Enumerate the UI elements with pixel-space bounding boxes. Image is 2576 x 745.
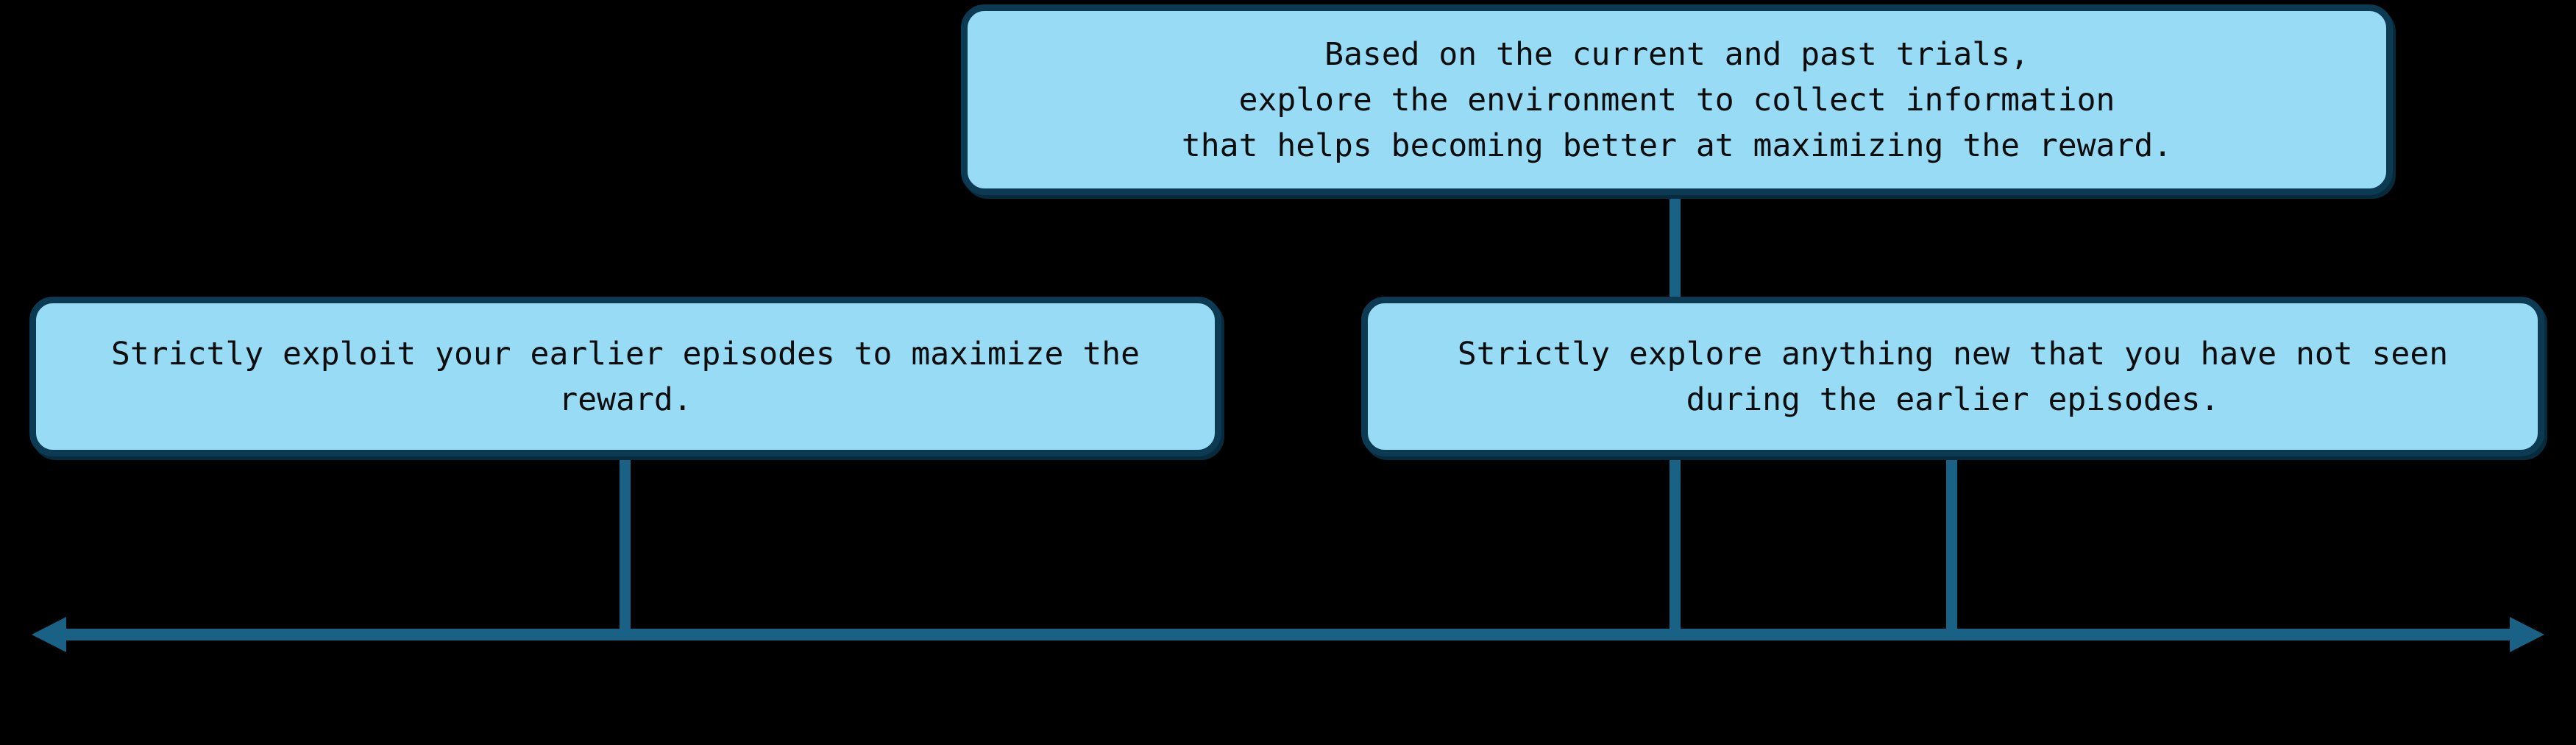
balanced-exploration-box: Based on the current and past trials, ex… (961, 4, 2393, 195)
connector-exploitation-to-axis (620, 451, 631, 635)
strict-exploitation-text: Strictly exploit your earlier episodes t… (111, 335, 1140, 418)
strict-exploration-box: Strictly explore anything new that you h… (1361, 297, 2544, 456)
strict-exploitation-box: Strictly exploit your earlier episodes t… (29, 297, 1221, 456)
connector-exploration-to-axis (1946, 451, 1957, 635)
arrowhead-right-icon (2510, 617, 2544, 652)
arrowhead-left-icon (32, 617, 66, 652)
balanced-exploration-text: Based on the current and past trials, ex… (1181, 35, 2173, 164)
strict-exploration-text: Strictly explore anything new that you h… (1457, 335, 2449, 418)
spectrum-axis-arrow (0, 611, 2576, 658)
